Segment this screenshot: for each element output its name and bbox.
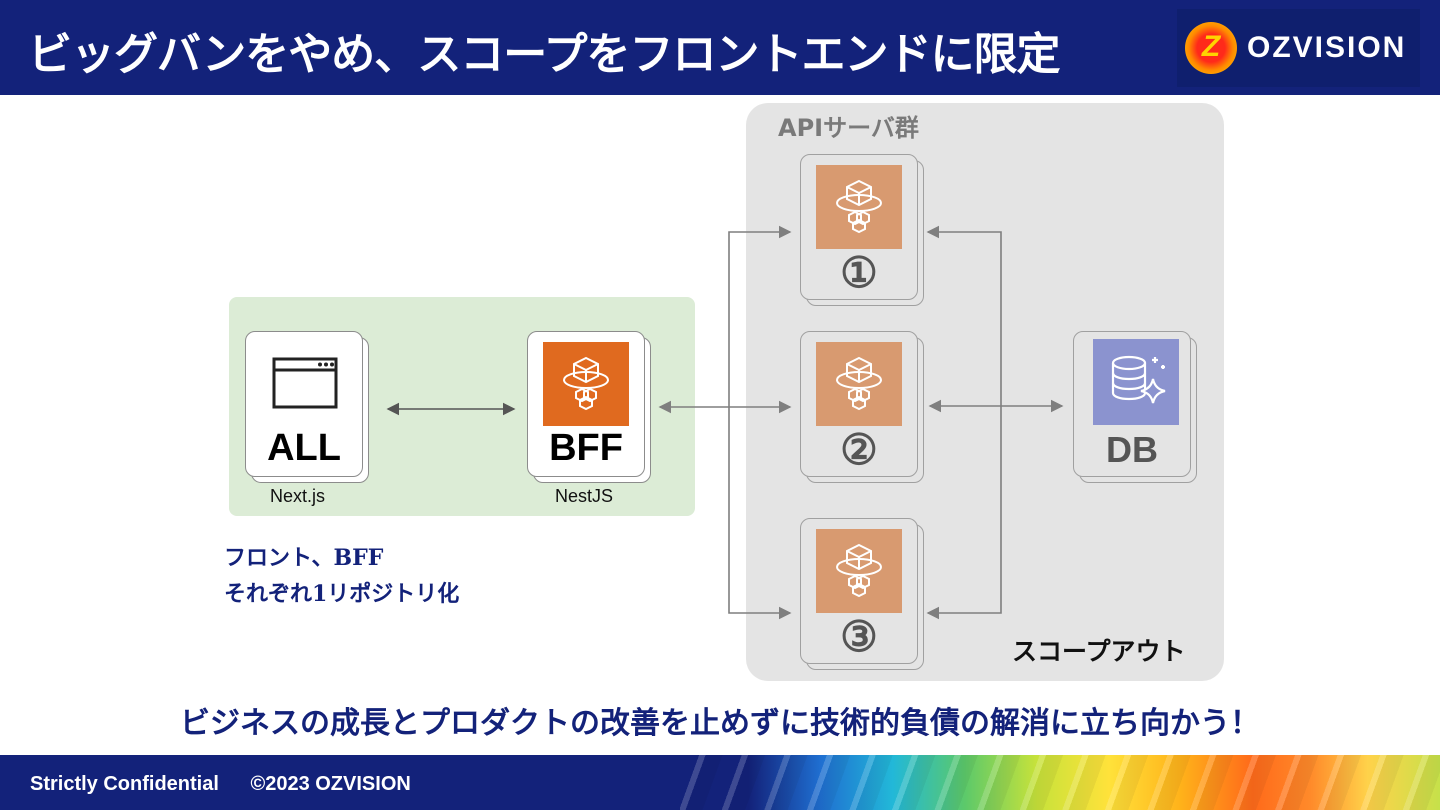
confidential-label: Strictly Confidential (30, 773, 219, 795)
footer-text: Strictly Confidential ©2023 OZVISION (30, 773, 437, 796)
node-api-2: ② (800, 331, 924, 483)
link-db-api3 (926, 406, 1002, 620)
node-bff-sublabel: NestJS (555, 486, 614, 506)
logo-mark-icon: Z (1185, 22, 1237, 74)
browser-window-icon (271, 355, 339, 411)
node-db-label: DB (1106, 429, 1158, 470)
scope-out-label: スコープアウト (1012, 637, 1186, 666)
node-bff: BFF (527, 331, 651, 483)
aws-service-cube-icon (543, 342, 629, 426)
node-all: ALL (245, 331, 369, 483)
node-all-label: ALL (267, 427, 341, 469)
company-logo: Z OZVISION (1177, 9, 1420, 87)
node-db: DB (1073, 331, 1197, 483)
logo-text: OZVISION (1247, 31, 1407, 64)
header-bar: ビッグバンをやめ、スコープをフロントエンドに限定 Z OZVISION (0, 0, 1440, 95)
copyright-label: ©2023 OZVISION (250, 773, 411, 795)
link-db-api1 (926, 225, 1002, 406)
node-api-1-label: ① (840, 249, 878, 296)
note-line-2: それぞれ1リポジトリ化 (224, 581, 460, 607)
aws-service-cube-icon (816, 342, 902, 426)
aws-service-cube-icon (816, 165, 902, 249)
aws-service-cube-icon (816, 529, 902, 613)
node-bff-label: BFF (549, 427, 623, 469)
node-api-3-label: ③ (840, 613, 878, 660)
link-bff-api1 (728, 225, 792, 407)
note-line-1: フロント、BFF (224, 545, 384, 571)
node-api-3: ③ (800, 518, 924, 670)
link-bff-api3 (728, 407, 792, 620)
node-api-2-label: ② (840, 426, 878, 473)
tagline: ビジネスの成長とプロダクトの改善を止めずに技術的負債の解消に立ち向かう！ (180, 706, 1260, 741)
api-group-label: APIサーバ群 (778, 114, 919, 142)
node-all-sublabel: Next.js (270, 486, 326, 506)
logo-mark-letter: Z (1201, 30, 1221, 63)
footer-bar: Strictly Confidential ©2023 OZVISION (0, 755, 1440, 810)
slide-title: ビッグバンをやめ、スコープをフロントエンドに限定 (28, 29, 1061, 80)
card-face (245, 331, 363, 477)
node-api-1: ① (800, 154, 924, 306)
footer-decoration (680, 755, 1440, 810)
repository-note: フロント、BFF それぞれ1リポジトリ化 (224, 540, 459, 612)
database-sparkle-icon (1093, 339, 1179, 425)
